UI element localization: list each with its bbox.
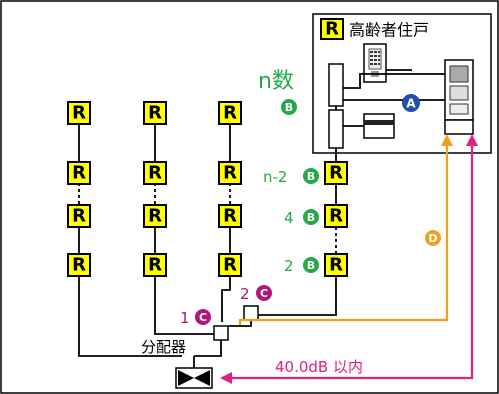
unit-letter: R bbox=[148, 163, 162, 184]
four-label: 4 bbox=[284, 209, 294, 227]
marker-b-letter: B bbox=[307, 259, 315, 272]
marker-c-letter: C bbox=[260, 287, 268, 300]
unit-box bbox=[143, 161, 167, 185]
marker-a-letter: A bbox=[406, 97, 416, 111]
column-4 bbox=[258, 183, 337, 316]
tap-1 bbox=[213, 325, 229, 341]
unit-letter: R bbox=[72, 103, 86, 124]
unit-box bbox=[324, 204, 348, 228]
source-symbol bbox=[175, 367, 213, 389]
marker-b-letter: B bbox=[307, 170, 315, 183]
marker-c-1 bbox=[195, 309, 211, 325]
unit-box bbox=[218, 161, 242, 185]
one-c-label: 1 bbox=[180, 309, 190, 327]
unit-box bbox=[218, 253, 242, 277]
orange-line-d bbox=[238, 140, 449, 325]
card-reader bbox=[363, 113, 395, 139]
unit-letter: R bbox=[329, 163, 343, 184]
tap-2 bbox=[243, 305, 259, 321]
marker-b-letter: B bbox=[307, 211, 315, 224]
n-minus-2-label: n-2 bbox=[263, 168, 287, 186]
unit-letter: R bbox=[72, 163, 86, 184]
unit-letter: R bbox=[148, 103, 162, 124]
column-2 bbox=[154, 125, 214, 335]
column-1 bbox=[78, 125, 182, 357]
unit-letter: R bbox=[223, 163, 237, 184]
two-label: 2 bbox=[284, 257, 294, 275]
unit-letter: R bbox=[329, 206, 343, 227]
marker-a bbox=[402, 94, 420, 112]
unit-letter: R bbox=[148, 255, 162, 276]
two-c-label: 2 bbox=[240, 285, 250, 303]
residence-box bbox=[312, 13, 492, 154]
marker-d-letter: D bbox=[428, 232, 437, 245]
unit-box bbox=[143, 101, 167, 125]
splitter-label: 分配器 bbox=[141, 338, 186, 356]
marker-c-letter: C bbox=[199, 311, 207, 324]
monitor-base bbox=[444, 119, 474, 135]
unit-box bbox=[67, 204, 91, 228]
marker-d bbox=[425, 230, 441, 246]
marker-b-4 bbox=[303, 209, 319, 225]
unit-box bbox=[143, 253, 167, 277]
unit-box bbox=[67, 161, 91, 185]
unit-box bbox=[324, 253, 348, 277]
residence-r-letter: R bbox=[325, 19, 339, 40]
marker-b-n bbox=[281, 99, 297, 115]
marker-b-2 bbox=[303, 257, 319, 273]
unit-letter: R bbox=[72, 255, 86, 276]
unit-box bbox=[67, 253, 91, 277]
unit-letter: R bbox=[72, 206, 86, 227]
unit-letter: R bbox=[223, 103, 237, 124]
loss-label: 40.0dB 以内 bbox=[275, 358, 363, 376]
indoor-unit-upper bbox=[328, 63, 344, 107]
residence-r-badge bbox=[320, 18, 344, 40]
unit-letter: R bbox=[148, 206, 162, 227]
marker-b-n2 bbox=[303, 168, 319, 184]
unit-letter: R bbox=[223, 206, 237, 227]
unit-grid: R R R R R R R R R R R R R R R bbox=[67, 101, 348, 277]
indoor-unit-lower bbox=[328, 109, 344, 149]
marker-c-2 bbox=[256, 285, 272, 301]
n-units-label: n数 bbox=[258, 69, 294, 94]
unit-box bbox=[143, 204, 167, 228]
unit-box bbox=[67, 101, 91, 125]
column-3 bbox=[221, 125, 231, 322]
marker-b-letter: B bbox=[285, 101, 293, 114]
pink-loss-line bbox=[222, 140, 474, 380]
unit-letter: R bbox=[329, 255, 343, 276]
residence-label: 高齢者住戸 bbox=[349, 21, 429, 40]
unit-letter: R bbox=[223, 255, 237, 276]
unit-box bbox=[218, 204, 242, 228]
unit-box bbox=[324, 161, 348, 185]
unit-box bbox=[218, 101, 242, 125]
